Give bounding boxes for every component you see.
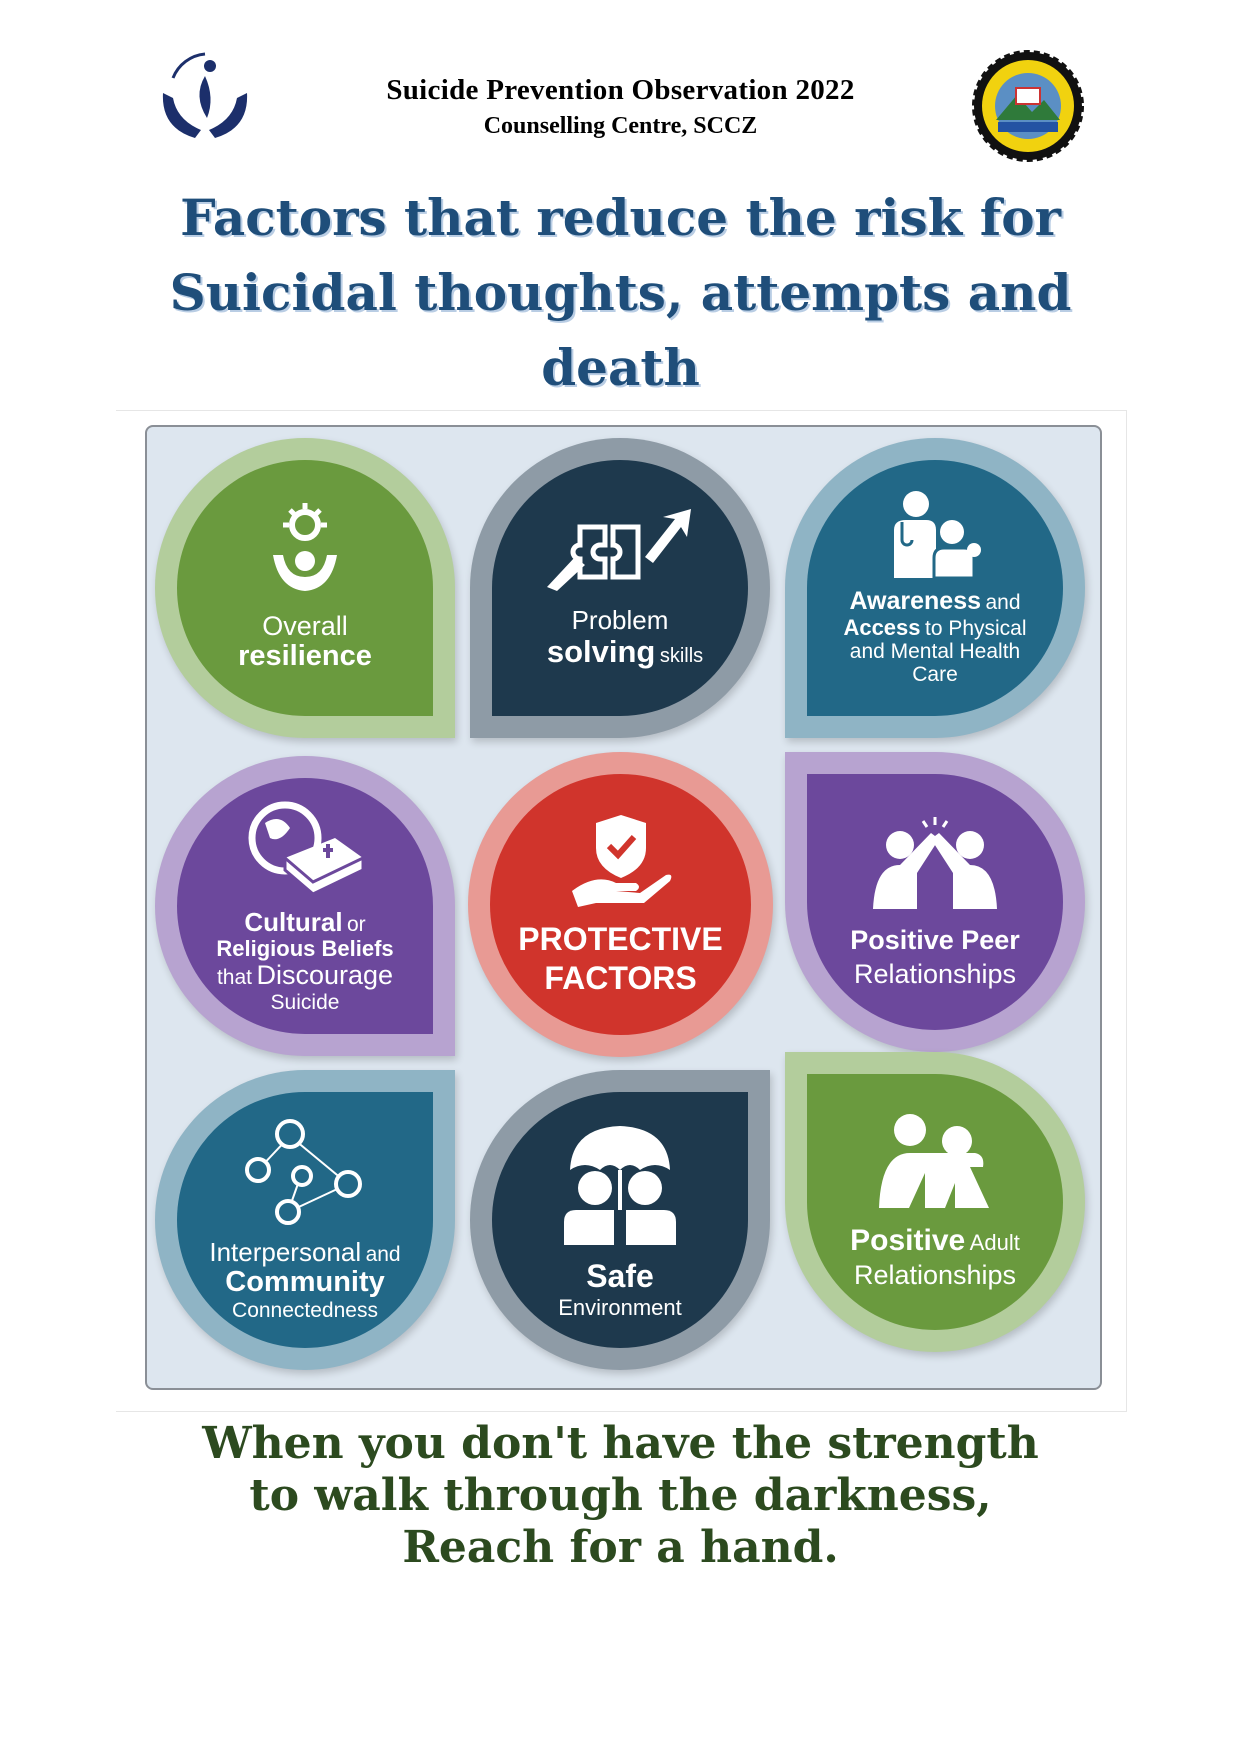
factor-label-emphasis: Access	[843, 614, 921, 640]
factor-label-emphasis: Awareness	[849, 587, 982, 616]
factor-label-line: Connectedness	[232, 1298, 378, 1322]
factor-cultural-religious-beliefs: Cultural or Religious Beliefs that Disco…	[155, 756, 455, 1056]
factor-overall-resilience: Overall resilience	[155, 438, 455, 738]
factor-label-line: Environment	[558, 1295, 682, 1320]
center-title-line-1: PROTECTIVE	[518, 920, 723, 957]
quote-line-3: Reach for a hand.	[402, 1522, 839, 1573]
umbrella-people-icon	[560, 1120, 680, 1245]
adult-child-icon	[875, 1113, 995, 1209]
infographic-frame	[116, 410, 1127, 1412]
factor-label-emphasis: Safe	[586, 1257, 654, 1294]
factor-interpersonal-community-connectedness: Interpersonal and Community Connectednes…	[155, 1070, 455, 1370]
factor-label-line: and Mental Health	[849, 639, 1021, 663]
header-subtitle: Counselling Centre, SCCZ	[483, 113, 758, 139]
factor-label-emphasis: resilience	[238, 640, 372, 673]
factor-positive-adult-relationships: Positive Adult Relationships	[785, 1052, 1085, 1352]
heading-line-3: death	[541, 338, 700, 397]
factor-label-small: and	[365, 1243, 401, 1267]
factor-label-line: Problem	[571, 605, 669, 636]
factor-label-emphasis: Religious Beliefs	[216, 935, 394, 961]
factor-label-line: to Physical	[924, 616, 1027, 640]
factor-label-small: Adult	[969, 1230, 1020, 1256]
factor-label-emphasis: Positive Peer	[850, 924, 1020, 955]
protective-factors-center: PROTECTIVE FACTORS	[468, 752, 773, 1057]
factor-safe-environment: Safe Environment	[470, 1070, 770, 1370]
factor-positive-peer-relationships: Positive Peer Relationships	[785, 752, 1085, 1052]
quote-line-1: When you don't have the strength	[202, 1418, 1039, 1469]
factor-label-small: that	[216, 966, 252, 989]
doctor-patient-icon	[888, 490, 983, 580]
factor-label-emphasis: Community	[225, 1265, 385, 1298]
factor-label-emphasis: Cultural	[244, 907, 343, 938]
heading-line-2: Suicidal thoughts, attempts and	[169, 263, 1072, 322]
factor-label-small: skills	[659, 644, 704, 667]
factor-label-line: Discourage	[256, 960, 394, 990]
factor-label-small: and	[985, 591, 1021, 615]
hand-shield-check-icon	[566, 813, 676, 908]
wellness-cell-logo	[155, 48, 255, 143]
factor-problem-solving: Problem solving skills	[470, 438, 770, 738]
factor-label-emphasis: solving	[546, 633, 656, 669]
factor-label-line: Relationships	[853, 1260, 1017, 1291]
person-sun-icon	[265, 502, 345, 598]
factor-label-line: Relationships	[853, 958, 1017, 989]
quote-line-2: to walk through the darkness,	[249, 1470, 992, 1521]
factor-awareness-access: Awareness and Access to Physical and Men…	[785, 438, 1085, 738]
network-people-icon	[240, 1118, 370, 1228]
factor-label-line: Care	[912, 662, 958, 686]
header-title: Suicide Prevention Observation 2022	[386, 74, 855, 106]
college-seal-logo	[972, 50, 1084, 162]
factor-label-line: Interpersonal	[209, 1237, 362, 1268]
factor-label-line: Suicide	[270, 990, 340, 1014]
high-five-icon	[865, 815, 1005, 910]
globe-bible-icon	[245, 798, 365, 898]
heading-line-1: Factors that reduce the risk for	[180, 188, 1061, 247]
factor-label-small: or	[347, 913, 366, 937]
factor-label-line: Overall	[262, 610, 348, 641]
factor-label-emphasis: Positive	[850, 1224, 966, 1258]
puzzle-hands-icon	[545, 507, 695, 592]
center-title-line-2: FACTORS	[544, 960, 697, 996]
